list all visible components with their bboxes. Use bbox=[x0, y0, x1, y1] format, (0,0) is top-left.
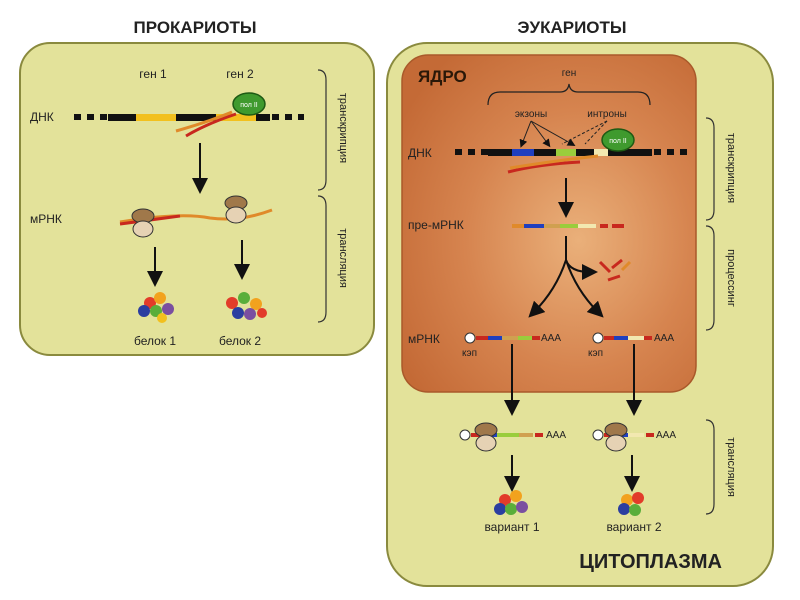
exon-pointers bbox=[519, 120, 608, 148]
variant-1-protein-icon bbox=[494, 490, 528, 515]
variant2-label: вариант 2 bbox=[606, 520, 661, 534]
protein1-label: белок 1 bbox=[134, 334, 176, 348]
euk-bracket-translation bbox=[705, 419, 715, 515]
gene2-label: ген 2 bbox=[226, 67, 254, 81]
eukaryotes-title: ЭУКАРИОТЫ bbox=[517, 18, 626, 37]
prok-protein-2-icon bbox=[226, 292, 267, 320]
prok-bracket-translation bbox=[317, 195, 327, 323]
polya-3: AAA bbox=[546, 430, 566, 441]
euk-bracket-processing bbox=[705, 225, 715, 331]
pre-mrna-label: пре-мРНК bbox=[408, 218, 464, 232]
euk-bracket-transcription bbox=[705, 117, 715, 221]
prokaryote-cell bbox=[19, 42, 375, 356]
cap-2: кэп bbox=[588, 348, 603, 359]
mature-mrna-1 bbox=[464, 332, 540, 344]
prok-dna-label: ДНК bbox=[30, 110, 54, 124]
exons-label: экзоны bbox=[515, 109, 547, 120]
euk-dna-label: ДНК bbox=[408, 146, 432, 160]
euk-side-processing: процессинг bbox=[725, 249, 737, 307]
prok-polymerase: пол II bbox=[232, 92, 266, 116]
prok-ribosome-2 bbox=[224, 195, 248, 224]
prok-side-translation: трансляция bbox=[337, 228, 349, 288]
excised-introns bbox=[598, 258, 632, 282]
polya-1: AAA bbox=[541, 333, 561, 344]
variant-2-protein-icon bbox=[618, 492, 644, 516]
cytoplasm-label: ЦИТОПЛАЗМА bbox=[579, 551, 722, 573]
nucleus-label: ЯДРО bbox=[418, 67, 467, 86]
translation-complex-2 bbox=[592, 422, 654, 452]
prok-bracket-transcription bbox=[317, 69, 327, 191]
gene-brace bbox=[487, 83, 651, 106]
prok-protein-1-icon bbox=[138, 292, 174, 323]
protein2-label: белок 2 bbox=[219, 334, 261, 348]
processing-arrows bbox=[528, 236, 604, 318]
prok-mrna-label: мРНК bbox=[30, 212, 62, 226]
prok-side-transcription: транскрипция bbox=[337, 93, 349, 163]
euk-polymerase: пол II bbox=[601, 128, 635, 152]
gene-label: ген bbox=[562, 68, 577, 79]
translation-complex-1 bbox=[459, 422, 543, 452]
svg-text:пол II: пол II bbox=[240, 102, 258, 109]
polya-4: AAA bbox=[656, 430, 676, 441]
prok-ribosome-1 bbox=[131, 208, 155, 238]
euk-side-translation: трансляция bbox=[725, 437, 737, 497]
cap-1: кэп bbox=[462, 348, 477, 359]
prok-dna-strand bbox=[74, 110, 304, 138]
introns-label: интроны bbox=[587, 109, 627, 120]
gene1-label: ген 1 bbox=[139, 67, 167, 81]
euk-mrna-label: мРНК bbox=[408, 332, 440, 346]
polya-2: AAA bbox=[654, 333, 674, 344]
svg-text:пол II: пол II bbox=[609, 138, 627, 145]
pre-mrna-strand bbox=[512, 224, 624, 228]
variant1-label: вариант 1 bbox=[484, 520, 539, 534]
euk-side-transcription: транскрипция bbox=[725, 133, 737, 203]
prokaryotes-title: ПРОКАРИОТЫ bbox=[133, 18, 256, 37]
euk-dna-strand bbox=[455, 149, 688, 174]
mature-mrna-2 bbox=[592, 332, 652, 344]
